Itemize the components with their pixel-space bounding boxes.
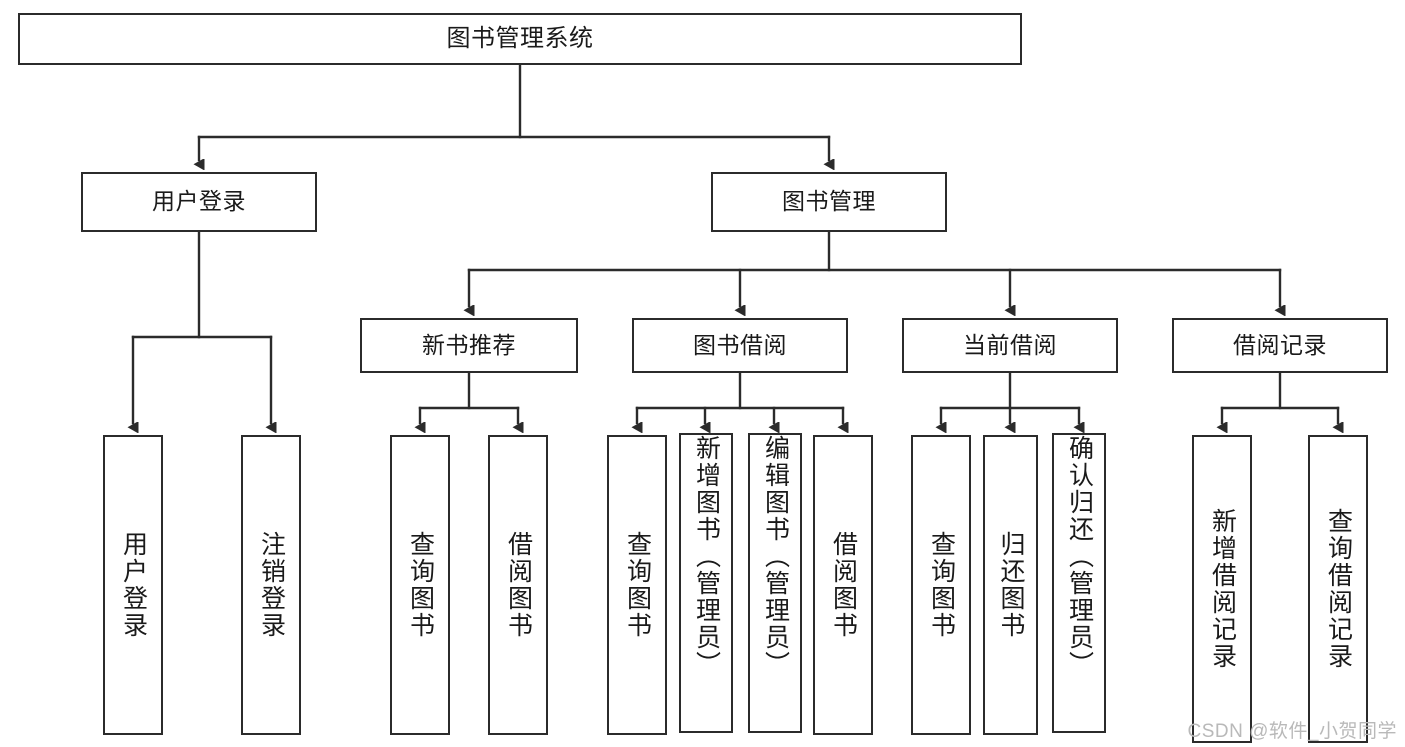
- leaf-query-borrow-record[interactable]: 查询借阅记录: [1308, 435, 1368, 743]
- node-label: 归还图书: [997, 531, 1025, 639]
- node-new-book-recommend[interactable]: 新书推荐: [360, 318, 578, 373]
- node-user-login[interactable]: 用户登录: [81, 172, 317, 232]
- node-book-borrow[interactable]: 图书借阅: [632, 318, 848, 373]
- node-label: 确认归还（管理员）: [1065, 435, 1094, 678]
- watermark: CSDN @软件_小贺同学: [1187, 721, 1397, 742]
- node-label: 编辑图书（管理员）: [761, 435, 790, 678]
- node-label: 当前借阅: [963, 331, 1057, 358]
- node-label: 查询借阅记录: [1324, 508, 1353, 670]
- leaf-logout-login[interactable]: 注销登录: [241, 435, 301, 735]
- node-label: 新增借阅记录: [1208, 508, 1237, 670]
- node-label: 查询图书: [927, 531, 956, 639]
- node-root-book-management-system[interactable]: 图书管理系统: [18, 13, 1022, 65]
- node-label: 借阅图书: [504, 531, 533, 639]
- leaf-query-book-recommend[interactable]: 查询图书: [390, 435, 450, 735]
- node-label: 借阅记录: [1233, 331, 1327, 358]
- node-label: 新书推荐: [422, 331, 516, 358]
- node-current-borrow[interactable]: 当前借阅: [902, 318, 1118, 373]
- leaf-return-book[interactable]: 归还图书: [983, 435, 1038, 735]
- node-label: 查询图书: [623, 531, 652, 639]
- node-label: 图书借阅: [693, 331, 787, 358]
- node-label: 用户登录: [119, 531, 148, 639]
- leaf-confirm-return-admin[interactable]: 确认归还（管理员）: [1052, 433, 1106, 733]
- node-label: 借阅图书: [829, 531, 858, 639]
- node-label: 图书管理: [782, 188, 876, 215]
- node-label: 新增图书（管理员）: [692, 435, 721, 678]
- leaf-edit-book-admin[interactable]: 编辑图书（管理员）: [748, 433, 802, 733]
- node-borrow-record[interactable]: 借阅记录: [1172, 318, 1388, 373]
- node-label: 用户登录: [152, 188, 246, 215]
- leaf-borrow-book-recommend[interactable]: 借阅图书: [488, 435, 548, 735]
- leaf-query-book-borrow[interactable]: 查询图书: [607, 435, 667, 735]
- node-label: 注销登录: [257, 531, 286, 639]
- node-label: 图书管理系统: [446, 24, 594, 52]
- leaf-borrow-book[interactable]: 借阅图书: [813, 435, 873, 735]
- leaf-query-book-current[interactable]: 查询图书: [911, 435, 971, 735]
- leaf-add-borrow-record[interactable]: 新增借阅记录: [1192, 435, 1252, 743]
- leaf-add-book-admin[interactable]: 新增图书（管理员）: [679, 433, 733, 733]
- node-book-management[interactable]: 图书管理: [711, 172, 947, 232]
- node-label: 查询图书: [406, 531, 435, 639]
- leaf-user-login[interactable]: 用户登录: [103, 435, 163, 735]
